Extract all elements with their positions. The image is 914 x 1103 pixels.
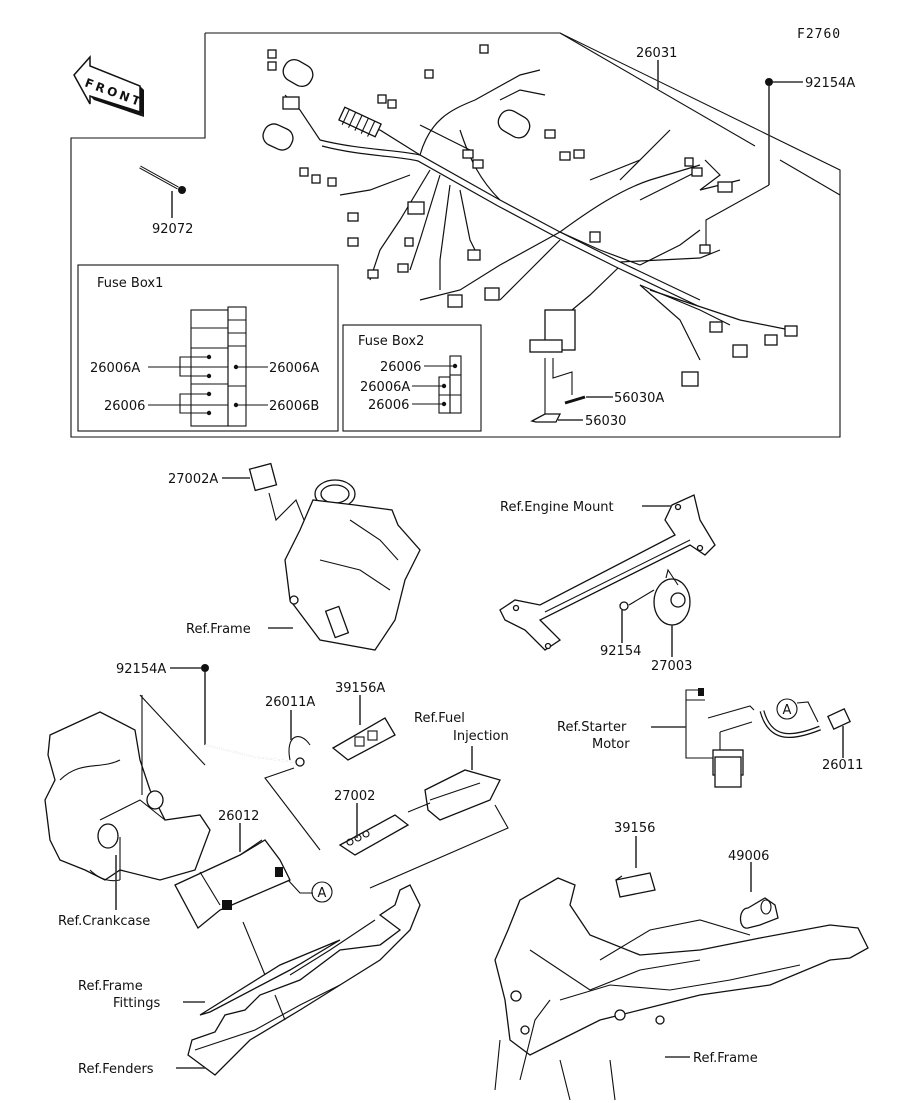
- callout-relay: 27002: [334, 789, 375, 804]
- engine-mount: [499, 494, 716, 651]
- callout-battery-lead: 26011: [822, 758, 863, 773]
- callout-ref-starter-motor-2: Motor: [592, 737, 630, 752]
- bolt-top: [705, 78, 803, 248]
- callout-label-a: 56030A: [614, 391, 664, 406]
- fuse-box1-left-1: 26006: [104, 399, 145, 414]
- fuse-box2-panel: Fuse Box2: [342, 324, 482, 432]
- caution-labels: [530, 358, 613, 423]
- fuse-box1-right-0: 26006A: [269, 361, 319, 376]
- fuse-box1-title: Fuse Box1: [97, 276, 163, 291]
- circle-a-label-2: A: [318, 886, 327, 901]
- callout-ref-frame-2: Ref.Frame: [693, 1051, 758, 1066]
- callout-label-b: 56030: [585, 414, 626, 429]
- callout-horn: 27003: [651, 659, 692, 674]
- crankcase: [44, 694, 211, 910]
- circle-a-label-1: A: [783, 703, 792, 718]
- callout-ref-fuel-injection-1: Ref.Fuel: [414, 711, 465, 726]
- cover-39156: [615, 836, 656, 898]
- frame-fittings: [183, 921, 341, 1016]
- callout-ref-frame-fittings-1: Ref.Frame: [78, 979, 143, 994]
- cover-39156a: [331, 695, 396, 761]
- relay-27002a: [222, 462, 313, 541]
- callout-battery: 26012: [218, 809, 259, 824]
- fuse-box1-left-0: 26006A: [90, 361, 140, 376]
- front-arrow-icon: FRONT: [73, 55, 145, 117]
- callout-cover: 39156: [614, 821, 655, 836]
- fuse-box1-right-1: 26006B: [269, 399, 319, 414]
- starter-relay: [651, 688, 851, 788]
- callout-ref-starter-motor-1: Ref.Starter: [557, 720, 627, 735]
- callout-relay-a: 27002A: [168, 472, 218, 487]
- relay-27002: [338, 803, 410, 856]
- rear-frame: [494, 877, 869, 1101]
- callout-bolt-top: 92154A: [805, 76, 855, 91]
- callout-ref-frame-fittings-2: Fittings: [113, 996, 160, 1011]
- fuse-box2-item-2: 26006: [368, 398, 409, 413]
- clamp-92072: [139, 165, 186, 218]
- fuse-box2-item-1: 26006A: [360, 380, 410, 395]
- fuse-box2-item-0: 26006: [380, 360, 421, 375]
- fuse-box2-title: Fuse Box2: [358, 334, 424, 349]
- buzzer-49006: [739, 862, 779, 929]
- wiring-harness: [262, 44, 798, 387]
- battery-26012: [174, 823, 333, 930]
- callout-bolt-horn: 92154: [600, 644, 641, 659]
- callout-cover-a: 39156A: [335, 681, 385, 696]
- callout-ref-engine-mount: Ref.Engine Mount: [500, 500, 614, 515]
- diagram-code: F2760: [797, 27, 841, 42]
- horn-27003: [619, 568, 691, 657]
- frame-head: [284, 479, 421, 651]
- callout-buzzer: 49006: [728, 849, 769, 864]
- ground-lead-26011a: [170, 664, 321, 851]
- callout-ref-crankcase: Ref.Crankcase: [58, 914, 150, 929]
- harness-group-border: [70, 32, 841, 438]
- callout-ground-lead: 26011A: [265, 695, 315, 710]
- callout-ref-fenders: Ref.Fenders: [78, 1062, 154, 1077]
- callout-ref-frame-1: Ref.Frame: [186, 622, 251, 637]
- ecu: [369, 746, 509, 889]
- callout-bolt-ground: 92154A: [116, 662, 166, 677]
- callout-clamp: 92072: [152, 222, 193, 237]
- callout-harness: 26031: [636, 46, 677, 61]
- fuse-box1-panel: Fuse Box1: [77, 264, 339, 432]
- rear-fender: [176, 884, 421, 1076]
- callout-ref-fuel-injection-2: Injection: [453, 729, 509, 744]
